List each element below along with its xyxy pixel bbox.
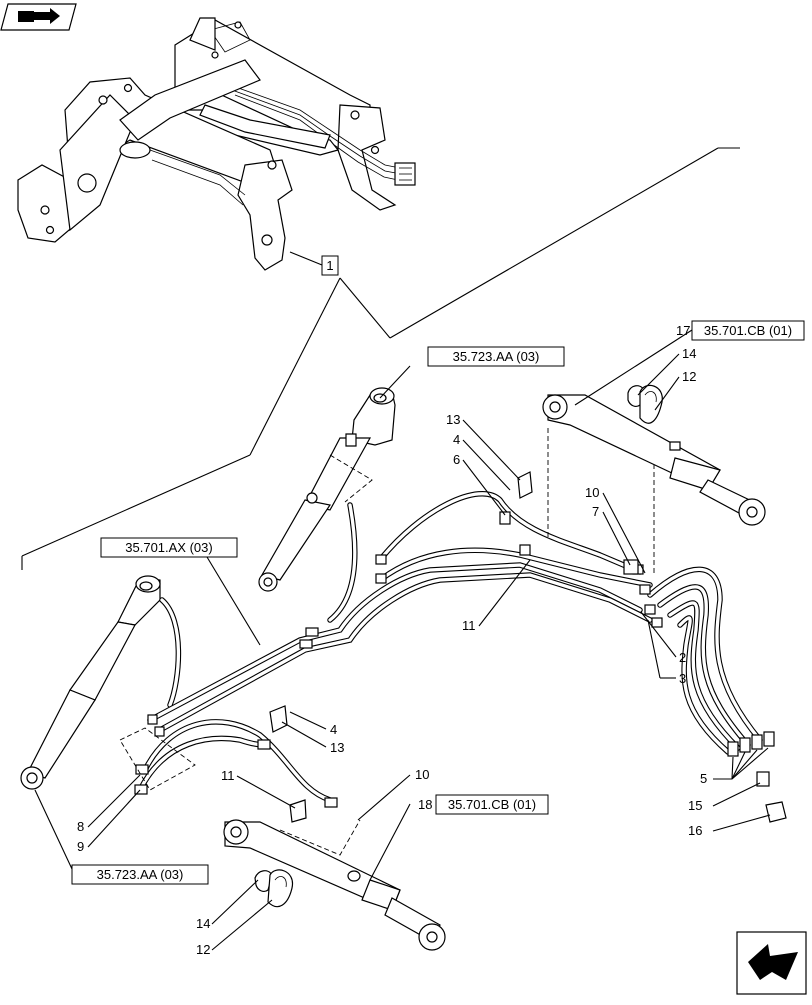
- callout-5: 5: [700, 771, 707, 786]
- assembly-callout[interactable]: 1: [321, 255, 339, 276]
- hydraulic-cylinder-18: [223, 819, 446, 951]
- loader-frame-illustration: [17, 17, 416, 271]
- book-arrow-icon[interactable]: [0, 3, 77, 31]
- callout-14-lower: 14: [196, 916, 210, 931]
- callout-13-lower: 13: [330, 740, 344, 755]
- callout-4-upper: 4: [453, 432, 460, 447]
- svg-text:35.701.AX (03): 35.701.AX (03): [125, 540, 212, 555]
- callout-11-lower: 11: [221, 768, 235, 783]
- callout-7: 7: [592, 504, 599, 519]
- next-page-arrow-icon[interactable]: [736, 931, 807, 995]
- callout-labels: 2 3 4 4 5 6 7 8 9 10 10 11 11 12 12 13 1…: [77, 323, 707, 957]
- reference-box-4[interactable]: 35.701.CB (01): [691, 320, 805, 341]
- reference-box-2[interactable]: 35.701.AX (03): [100, 537, 238, 558]
- assembly-leader-lines: [21, 147, 740, 570]
- callout-6: 6: [453, 452, 460, 467]
- callout-10-upper: 10: [585, 485, 599, 500]
- svg-text:35.723.AA (03): 35.723.AA (03): [97, 867, 184, 882]
- callout-11-upper: 11: [462, 618, 476, 633]
- boom-cylinder-lower: [20, 575, 182, 790]
- callout-leader-lines: [34, 329, 771, 951]
- svg-text:35.701.CB (01): 35.701.CB (01): [704, 323, 792, 338]
- reference-box-3[interactable]: 35.723.AA (03): [71, 864, 209, 885]
- callout-12-upper: 12: [682, 369, 696, 384]
- callout-9: 9: [77, 839, 84, 854]
- callout-18: 18: [418, 797, 432, 812]
- callout-10-lower: 10: [415, 767, 429, 782]
- callout-4-lower: 4: [330, 722, 337, 737]
- callout-14-upper: 14: [682, 346, 696, 361]
- hose-bundle: [119, 428, 787, 856]
- boom-cylinder-upper: [258, 387, 396, 592]
- callout-12-lower: 12: [196, 942, 210, 957]
- svg-text:35.701.CB (01): 35.701.CB (01): [448, 797, 536, 812]
- callout-8: 8: [77, 819, 84, 834]
- callout-3: 3: [679, 671, 686, 686]
- callout-15: 15: [688, 798, 702, 813]
- svg-text:35.723.AA (03): 35.723.AA (03): [453, 349, 540, 364]
- callout-2: 2: [679, 650, 686, 665]
- callout-17: 17: [676, 323, 690, 338]
- hydraulic-cylinder-17: [542, 384, 766, 526]
- callout-16: 16: [688, 823, 702, 838]
- reference-box-1[interactable]: 35.723.AA (03): [427, 346, 565, 367]
- reference-box-5[interactable]: 35.701.CB (01): [435, 794, 549, 815]
- callout-13-upper: 13: [446, 412, 460, 427]
- svg-text:1: 1: [326, 258, 333, 273]
